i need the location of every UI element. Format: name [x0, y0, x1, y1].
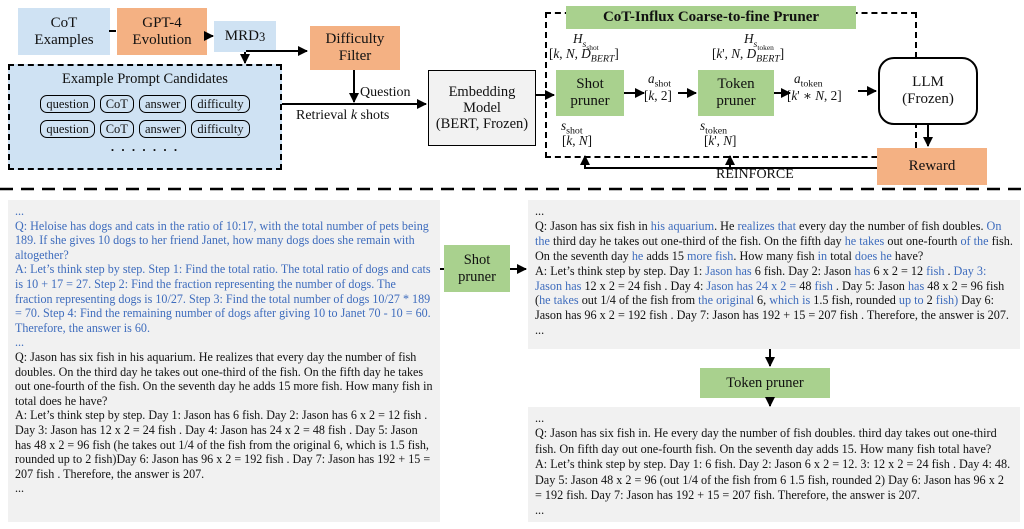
- field-cot: CoT: [99, 95, 134, 113]
- h-s-token-dims: [k', N, DBERT]: [712, 46, 785, 65]
- shot-pruned-example-block: ...Q: Jason has six fish in his aquarium…: [528, 200, 1020, 349]
- field-question: question: [40, 120, 95, 138]
- field-answer: answer: [138, 120, 187, 138]
- shot-pruner-bottom-box: Shot pruner: [444, 245, 510, 292]
- paragraph: ...: [535, 411, 545, 425]
- paragraph: Q: Heloise has dogs and cats in the rati…: [15, 218, 429, 262]
- paragraph: Q: Jason has six fish in his aquarium. H…: [535, 218, 1013, 263]
- example-prompt-candidates-box: Example Prompt Candidates question CoT a…: [8, 64, 282, 170]
- paragraph: ...: [15, 335, 25, 350]
- paragraph: ...: [535, 503, 545, 518]
- token-pruner-bottom-box: Token pruner: [700, 368, 830, 398]
- left-example-block: ...Q: Heloise has dogs and cats in the r…: [8, 200, 440, 522]
- field-difficulty: difficulty: [191, 95, 250, 113]
- gpt4-evolution-box: GPT-4 Evolution: [117, 8, 207, 55]
- candidate-row: question CoT answer difficulty: [10, 95, 280, 113]
- pruner-title: CoT-Influx Coarse-to-fine Pruner: [566, 6, 856, 29]
- s-token-label: stoken: [700, 118, 728, 137]
- field-question: question: [40, 95, 95, 113]
- h-s-shot-label: Hsshot: [573, 31, 599, 52]
- embedding-model-box: Embedding Model (BERT, Frozen): [428, 70, 536, 146]
- h-s-shot-dims: [k, N, DBERT]: [549, 46, 619, 65]
- candidates-title: Example Prompt Candidates: [62, 71, 228, 87]
- s-shot-dims: [k, N]: [562, 133, 593, 148]
- paragraph: ...: [535, 204, 545, 218]
- a-shot-dims: [k, 2]: [644, 88, 672, 103]
- paragraph: ...: [15, 481, 25, 496]
- candidate-row: question CoT answer difficulty: [10, 120, 280, 138]
- a-shot-label: ashot: [648, 71, 672, 90]
- a-token-dims: [k' ∗ N, 2]: [787, 88, 842, 103]
- paragraph: Q: Jason has six fish in. He every day t…: [535, 426, 997, 456]
- candidates-ellipsis: . . . . . . .: [110, 139, 180, 154]
- s-token-dims: [k', N]: [704, 133, 737, 148]
- paragraph: A: Let’s think step by step. Step 1: Fin…: [15, 262, 431, 335]
- h-s-token-label: Hstoken: [744, 31, 774, 52]
- paragraph: A: Let’s think step by step. Day 1: Jaso…: [535, 263, 1009, 323]
- paragraph: ...: [535, 323, 545, 338]
- difficulty-filter-box: Difficulty Filter: [310, 26, 400, 70]
- token-pruned-example-block: ...Q: Jason has six fish in. He every da…: [528, 407, 1020, 522]
- s-shot-label: sshot: [561, 118, 583, 137]
- field-cot: CoT: [99, 120, 134, 138]
- field-answer: answer: [138, 95, 187, 113]
- paragraph: A: Let’s think step by step. Day 1: 6 fi…: [535, 457, 1011, 503]
- a-token-label: atoken: [794, 71, 823, 90]
- cot-examples-box: CoT Examples: [18, 8, 110, 55]
- llm-frozen-box: LLM (Frozen): [878, 57, 978, 125]
- shot-pruner-box: Shot pruner: [556, 70, 624, 116]
- reinforce-label: REINFORCE: [716, 167, 794, 182]
- retrieval-k-shots-label: Retrieval k shots: [296, 108, 390, 123]
- paragraph: A: Let’s think step by step. Day 1: Jaso…: [15, 408, 431, 481]
- token-pruner-box: Token pruner: [698, 70, 774, 116]
- question-arrow-label: Question: [360, 85, 411, 100]
- reward-box: Reward: [877, 148, 987, 185]
- paragraph: Q: Jason has six fish in his aquarium. H…: [15, 349, 433, 408]
- paragraph: ...: [15, 204, 25, 218]
- field-difficulty: difficulty: [191, 120, 250, 138]
